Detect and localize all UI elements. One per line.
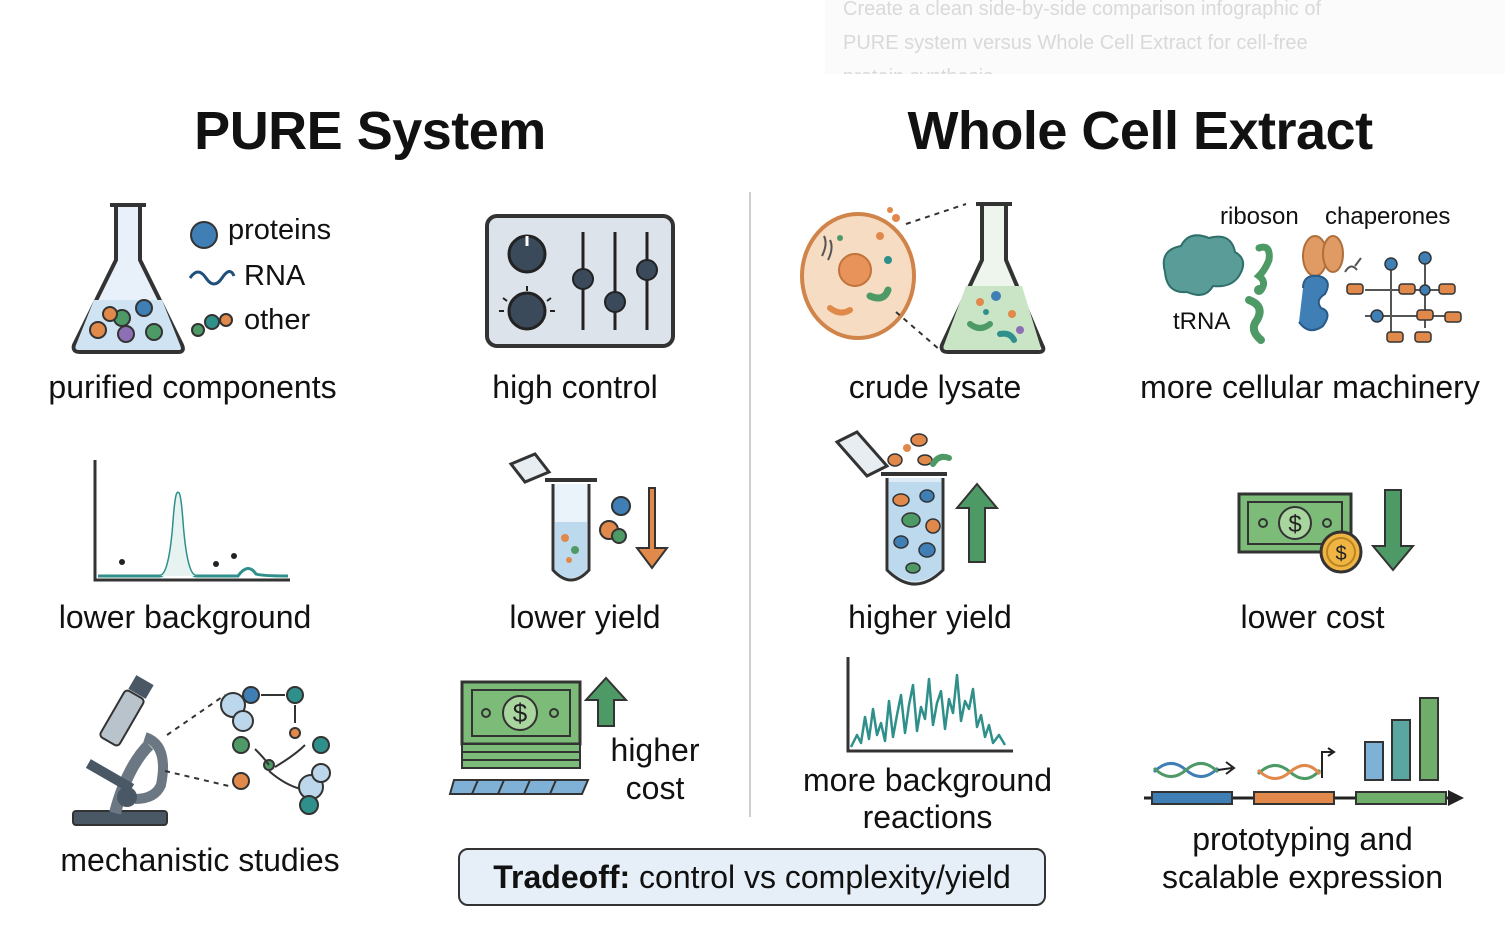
flask-icon	[71, 203, 185, 354]
caption-higher-cost-1: higher	[610, 732, 700, 768]
svg-text:$: $	[1335, 543, 1346, 565]
other-legend-icon	[191, 313, 233, 337]
caption-higher-cost-2: cost	[625, 770, 685, 806]
caption-crude-lysate: crude lysate	[848, 369, 1022, 405]
noisy-background-chart-icon	[846, 657, 1013, 753]
caption-more-cellular-machinery: more cellular machinery	[1140, 369, 1480, 405]
caption-purified-components: purified components	[48, 369, 337, 405]
caption-more-background-2: reactions	[862, 799, 993, 835]
control-panel-icon	[485, 214, 675, 348]
cellular-machinery-icon	[1162, 234, 1462, 344]
pure-system-title: PURE System	[194, 101, 546, 161]
svg-text:$: $	[1288, 511, 1301, 538]
protein-legend-icon	[190, 221, 218, 249]
caption-lower-background: lower background	[58, 599, 312, 635]
caption-more-background-1: more background	[802, 762, 1053, 798]
legend-other: other	[244, 304, 311, 336]
microscope-icon	[72, 675, 331, 826]
label-trna: tRNA	[1173, 308, 1231, 335]
legend-rna: RNA	[244, 260, 306, 292]
caption-lower-cost: lower cost	[1240, 599, 1385, 635]
whole-cell-extract-title: Whole Cell Extract	[907, 101, 1373, 161]
tradeoff-label: Tradeoff:	[493, 859, 631, 895]
caption-prototyping-2: scalable expression	[1161, 859, 1444, 895]
caption-lower-yield: lower yield	[509, 599, 661, 635]
prompt-line-3: protein synthesis	[843, 60, 1505, 74]
label-chaperones: chaperones	[1325, 203, 1451, 230]
cell-lysate-icon	[800, 202, 1046, 354]
prompt-line-2: PURE system versus Whole Cell Extract fo…	[843, 32, 1308, 54]
scaling-expression-icon	[1144, 697, 1464, 806]
caption-prototyping-1: prototyping and	[1192, 821, 1413, 857]
caption-higher-yield: higher yield	[848, 599, 1012, 635]
caption-high-control: high control	[492, 369, 658, 405]
svg-text:$: $	[513, 698, 528, 728]
tradeoff-box: Tradeoff: control vs complexity/yield	[458, 848, 1046, 906]
money-coin-down-icon: $ $	[1237, 489, 1416, 574]
label-riboson: riboson	[1220, 203, 1299, 230]
low-yield-tube-icon	[508, 452, 669, 582]
caption-mechanistic-studies: mechanistic studies	[60, 842, 340, 878]
tradeoff-text: control vs complexity/yield	[639, 859, 1011, 895]
money-stack-icon: $	[448, 676, 629, 795]
high-yield-tube-icon	[834, 430, 1000, 586]
low-background-chart-icon	[93, 460, 290, 582]
rna-legend-icon	[188, 270, 236, 286]
prompt-ghost: Create a clean side-by-side comparison i…	[825, 0, 1505, 74]
prompt-line-1: Create a clean side-by-side comparison i…	[843, 0, 1322, 20]
legend-proteins: proteins	[228, 214, 332, 246]
center-divider	[749, 192, 751, 817]
